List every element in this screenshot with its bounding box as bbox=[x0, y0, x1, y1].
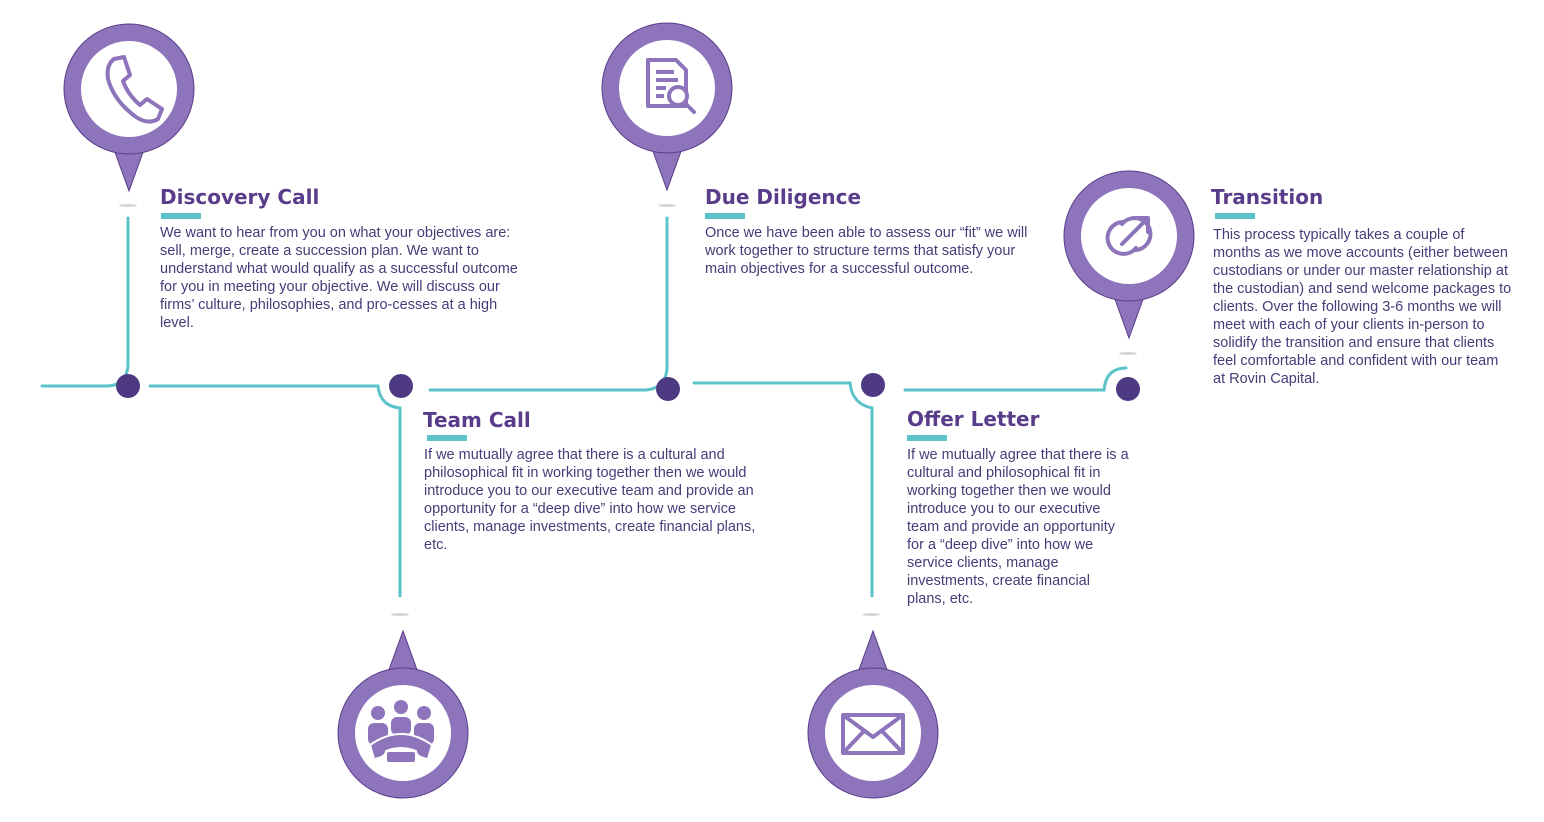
timeline-node-2 bbox=[389, 374, 413, 398]
pin-discovery-call bbox=[63, 23, 195, 193]
title-accent-bar bbox=[161, 213, 201, 219]
step-description-team-call: If we mutually agree that there is a cul… bbox=[424, 447, 756, 553]
title-accent-bar bbox=[907, 435, 947, 441]
step-title-offer-letter: Offer Letter bbox=[907, 407, 1040, 431]
timeline-segment-5 bbox=[903, 366, 1128, 392]
pin-due-diligence bbox=[601, 22, 733, 192]
tick-mark bbox=[658, 204, 676, 207]
tick-mark bbox=[1119, 352, 1137, 355]
title-accent-bar bbox=[705, 213, 745, 219]
pin-offer-letter bbox=[807, 629, 939, 799]
transfer-arrow-icon bbox=[1105, 216, 1153, 256]
timeline-node-5 bbox=[1116, 377, 1140, 401]
tick-mark bbox=[119, 204, 137, 207]
timeline-node-1 bbox=[116, 374, 140, 398]
phone-icon bbox=[105, 55, 164, 124]
step-description-offer-letter: If we mutually agree that there is a cul… bbox=[907, 447, 1129, 607]
tick-mark bbox=[391, 613, 409, 616]
timeline-node-4 bbox=[861, 373, 885, 397]
step-title-team-call: Team Call bbox=[423, 408, 531, 432]
step-title-due-diligence: Due Diligence bbox=[705, 185, 862, 209]
document-search-icon bbox=[646, 58, 696, 114]
conference-call-icon bbox=[368, 700, 434, 764]
timeline-segment-2 bbox=[148, 384, 402, 598]
pin-transition bbox=[1063, 170, 1195, 340]
title-accent-bar bbox=[1215, 213, 1255, 219]
step-description-discovery-call: We want to hear from you on what your ob… bbox=[160, 225, 518, 331]
title-accent-bar bbox=[427, 435, 467, 441]
envelope-icon bbox=[841, 713, 905, 755]
pin-team-call bbox=[337, 629, 469, 799]
step-description-transition: This process typically takes a couple of… bbox=[1213, 227, 1512, 387]
timeline-segment-4 bbox=[692, 381, 874, 598]
tick-mark bbox=[862, 613, 880, 616]
step-title-discovery-call: Discovery Call bbox=[160, 185, 320, 209]
timeline-segment-1 bbox=[40, 216, 130, 388]
step-title-transition: Transition bbox=[1211, 185, 1324, 209]
timeline-node-3 bbox=[656, 377, 680, 401]
step-description-due-diligence: Once we have been able to assess our “fi… bbox=[705, 225, 1028, 277]
